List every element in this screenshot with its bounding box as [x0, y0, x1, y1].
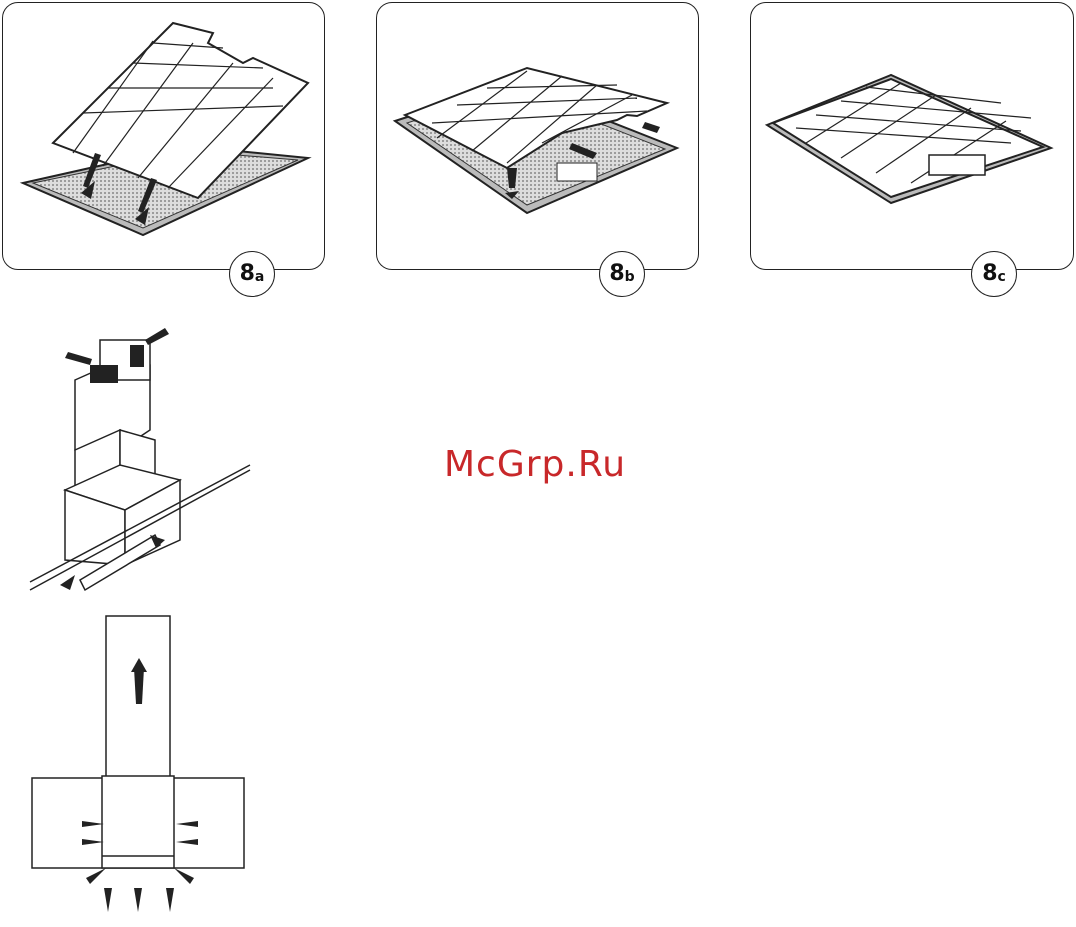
filter-illustration-8b	[377, 3, 700, 271]
hood-front-view-illustration	[28, 612, 250, 914]
hood-recirculation-illustration	[20, 320, 260, 600]
figure-number: 8	[982, 263, 997, 285]
filter-illustration-8a	[3, 3, 326, 271]
figure-letter: c	[998, 270, 1006, 284]
figure-letter: b	[625, 270, 635, 284]
watermark-text: McGrp.Ru	[444, 444, 626, 485]
figure-number: 8	[240, 263, 255, 285]
figure-letter: a	[255, 270, 264, 284]
filter-illustration-8c	[751, 3, 1075, 271]
figure-number: 8	[609, 263, 624, 285]
